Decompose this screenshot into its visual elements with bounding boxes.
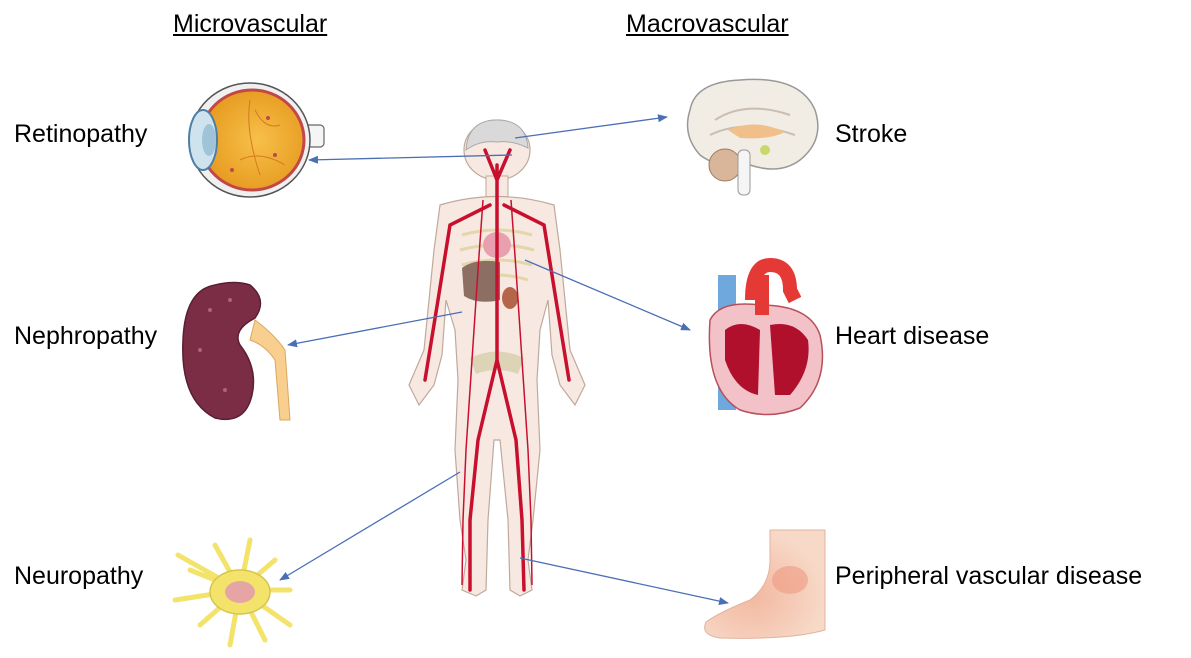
arrow-to-stroke [515,117,667,138]
foot-icon [705,530,825,638]
arrow-to-neuropathy [280,472,460,580]
eye-icon [189,83,324,197]
brain-icon [688,79,818,195]
arrow-to-peripheral-vascular-disease [520,558,728,603]
kidney-icon [183,283,290,421]
neuron-icon [175,540,290,645]
human-body-figure [409,120,585,596]
heart-icon [709,265,822,415]
